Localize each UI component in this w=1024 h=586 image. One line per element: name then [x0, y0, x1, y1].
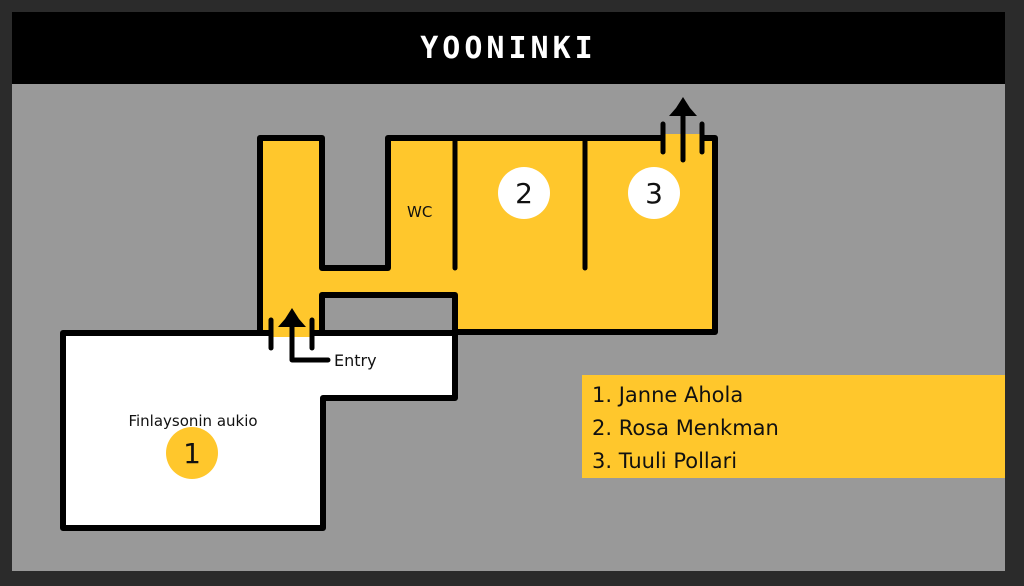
map-frame: YOONINKI Entry WC Finlaysonin aukio 1 — [12, 12, 1005, 571]
exit-arrow-icon — [669, 97, 697, 163]
marker-2[interactable]: 2 — [498, 167, 550, 219]
svg-text:3: 3 — [645, 177, 663, 210]
marker-1[interactable]: 1 — [166, 427, 218, 479]
legend: 1. Janne Ahola 2. Rosa Menkman 3. Tuuli … — [582, 375, 1005, 478]
legend-item: 1. Janne Ahola — [592, 383, 744, 407]
floor-plan: Entry WC Finlaysonin aukio 1 2 3 — [60, 97, 718, 531]
svg-text:1: 1 — [183, 437, 201, 470]
entry-label: Entry — [334, 351, 377, 370]
header: YOONINKI — [12, 12, 1005, 84]
square-label: Finlaysonin aukio — [128, 412, 257, 430]
svg-text:2: 2 — [515, 177, 533, 210]
legend-item: 3. Tuuli Pollari — [592, 449, 738, 473]
building-yellow — [257, 135, 718, 336]
entry-arrow-icon — [278, 308, 331, 363]
page-title: YOONINKI — [420, 30, 597, 66]
legend-item: 2. Rosa Menkman — [592, 416, 779, 440]
square-area — [60, 330, 458, 531]
wc-label: WC — [407, 203, 432, 221]
marker-3[interactable]: 3 — [628, 167, 680, 219]
